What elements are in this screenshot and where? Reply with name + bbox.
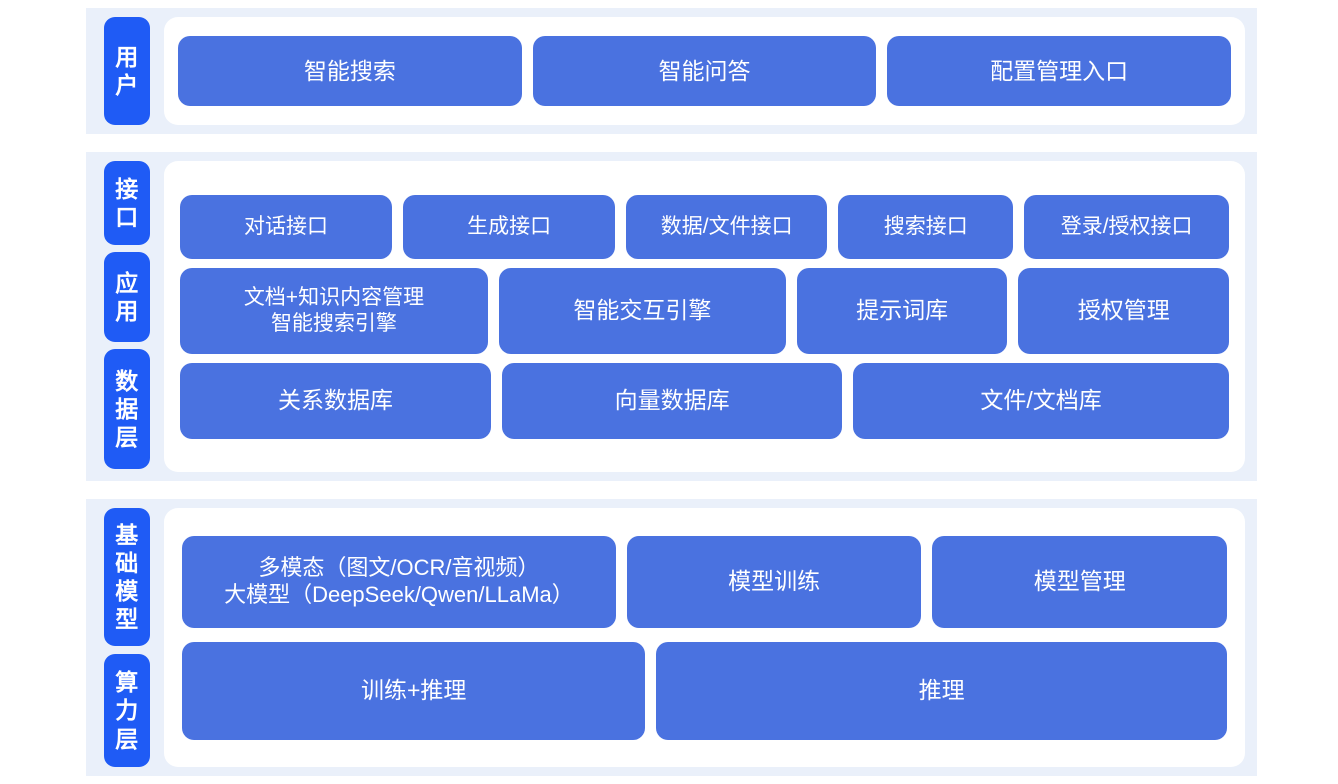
layer-badge-application-char: 用 bbox=[115, 298, 139, 324]
section-user: 用 户 智能搜索 智能问答 配置管理入口 bbox=[86, 8, 1257, 134]
row-compute: 训练+推理 推理 bbox=[182, 641, 1227, 740]
box-smart-qa[interactable]: 智能问答 bbox=[532, 36, 877, 106]
layer-badge-foundation-model: 基 础 模 型 bbox=[104, 508, 150, 646]
layer-badge-foundation-model-char: 模 bbox=[115, 578, 139, 604]
badge-column-user: 用 户 bbox=[86, 8, 150, 134]
box-file-document-store[interactable]: 文件/文档库 bbox=[853, 362, 1229, 439]
section-middle: 接 口 应 用 数 据 层 对话接口 生成接口 数据/文件接口 搜索接口 登录/… bbox=[86, 152, 1257, 481]
layer-badge-compute-char: 算 bbox=[115, 669, 139, 696]
box-doc-knowledge-content-management[interactable]: 文档+知识内容管理 智能搜索引擎 bbox=[180, 267, 488, 354]
box-search-api[interactable]: 搜索接口 bbox=[838, 194, 1014, 259]
box-model-management[interactable]: 模型管理 bbox=[932, 535, 1228, 628]
row-interface: 对话接口 生成接口 数据/文件接口 搜索接口 登录/授权接口 bbox=[180, 194, 1229, 259]
layer-badge-data-char: 数 bbox=[115, 367, 139, 394]
box-inference[interactable]: 推理 bbox=[656, 641, 1227, 740]
box-training-plus-inference[interactable]: 训练+推理 bbox=[182, 641, 646, 740]
box-relational-database[interactable]: 关系数据库 bbox=[180, 362, 491, 439]
layer-badge-data-char: 据 bbox=[115, 395, 139, 422]
box-model-training[interactable]: 模型训练 bbox=[626, 535, 922, 628]
layer-badge-compute-char: 层 bbox=[115, 725, 139, 752]
layer-badge-user-char: 户 bbox=[115, 72, 139, 98]
row-model: 多模态（图文/OCR/音视频） 大模型（DeepSeek/Qwen/LLaMa）… bbox=[182, 535, 1228, 628]
layer-badge-user: 用 户 bbox=[104, 17, 150, 125]
layer-badge-application: 应 用 bbox=[104, 252, 150, 342]
box-authorization-management[interactable]: 授权管理 bbox=[1018, 267, 1229, 354]
box-vector-database[interactable]: 向量数据库 bbox=[501, 362, 843, 439]
box-generation-api[interactable]: 生成接口 bbox=[403, 194, 616, 259]
row-user-entry: 智能搜索 智能问答 配置管理入口 bbox=[178, 36, 1232, 106]
box-data-file-api[interactable]: 数据/文件接口 bbox=[626, 194, 828, 259]
layer-badge-foundation-model-char: 础 bbox=[115, 549, 139, 576]
layer-badge-application-char: 应 bbox=[115, 269, 139, 296]
layer-badge-data-char: 层 bbox=[115, 424, 139, 451]
badge-column-bottom: 基 础 模 型 算 力 层 bbox=[86, 499, 150, 776]
layer-badge-compute: 算 力 层 bbox=[104, 654, 150, 767]
layer-badge-user-char: 用 bbox=[115, 43, 139, 70]
panel-bottom: 多模态（图文/OCR/音视频） 大模型（DeepSeek/Qwen/LLaMa）… bbox=[164, 508, 1245, 767]
layer-badge-interface: 接 口 bbox=[104, 161, 150, 245]
box-dialog-api[interactable]: 对话接口 bbox=[180, 194, 393, 259]
layer-badge-compute-char: 力 bbox=[115, 697, 139, 724]
box-smart-interaction-engine[interactable]: 智能交互引擎 bbox=[498, 267, 786, 354]
row-application: 文档+知识内容管理 智能搜索引擎 智能交互引擎 提示词库 授权管理 bbox=[180, 267, 1229, 354]
row-data: 关系数据库 向量数据库 文件/文档库 bbox=[180, 362, 1229, 439]
panel-user: 智能搜索 智能问答 配置管理入口 bbox=[164, 17, 1245, 125]
box-login-auth-api[interactable]: 登录/授权接口 bbox=[1024, 194, 1229, 259]
section-bottom: 基 础 模 型 算 力 层 多模态（图文/OCR/音视频） 大模型（DeepSe… bbox=[86, 499, 1257, 776]
panel-middle: 对话接口 生成接口 数据/文件接口 搜索接口 登录/授权接口 文档+知识内容管理… bbox=[164, 161, 1245, 472]
layer-badge-foundation-model-char: 基 bbox=[115, 521, 139, 548]
box-config-management-entry[interactable]: 配置管理入口 bbox=[887, 36, 1232, 106]
layer-badge-data: 数 据 层 bbox=[104, 349, 150, 469]
box-smart-search[interactable]: 智能搜索 bbox=[178, 36, 522, 106]
layer-badge-interface-char: 口 bbox=[115, 204, 139, 230]
badge-column-middle: 接 口 应 用 数 据 层 bbox=[86, 152, 150, 481]
box-multimodal-large-model[interactable]: 多模态（图文/OCR/音视频） 大模型（DeepSeek/Qwen/LLaMa） bbox=[182, 535, 616, 628]
layer-badge-foundation-model-char: 型 bbox=[115, 606, 139, 633]
box-prompt-library[interactable]: 提示词库 bbox=[796, 267, 1008, 354]
layer-badge-interface-char: 接 bbox=[115, 175, 139, 202]
